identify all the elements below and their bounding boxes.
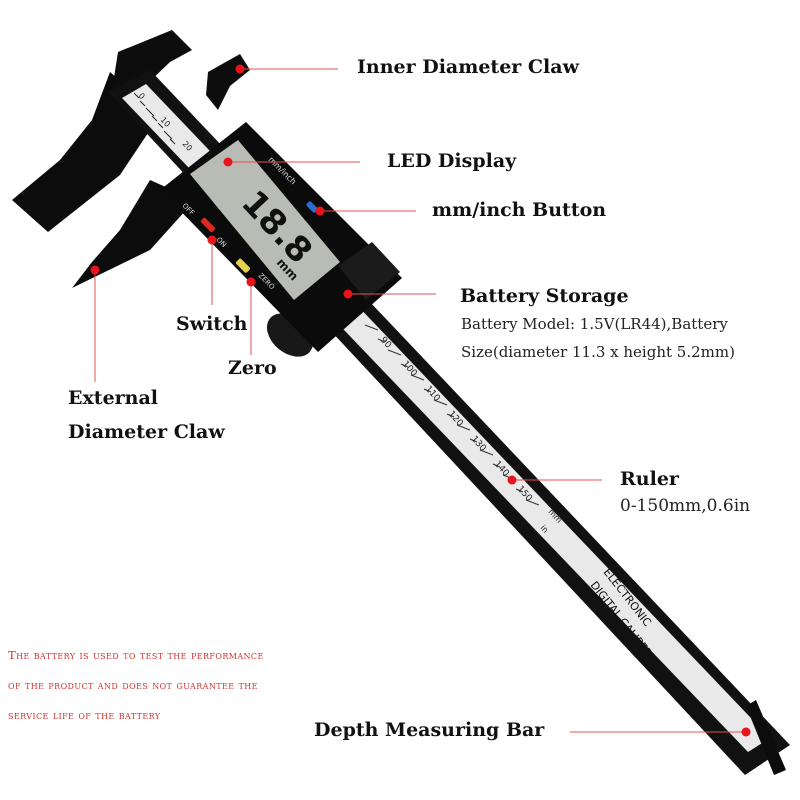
label-mm-inch-button: mm/inch Button	[432, 199, 607, 221]
label-external-claw-line2: Diameter Claw	[68, 421, 225, 443]
scale-ticks-upper	[133, 92, 176, 145]
battery-note-line1: The battery is used to test the performa…	[8, 648, 264, 662]
label-battery-model-line1: Battery Model: 1.5V(LR44),Battery	[461, 315, 728, 333]
scale-unit-in: in	[539, 523, 551, 534]
marker-dot-inner-claw	[235, 64, 245, 74]
label-led-display: LED Display	[387, 150, 517, 172]
label-ruler: Ruler	[620, 468, 679, 490]
marker-dot-mm-inch	[315, 206, 325, 216]
zero-button[interactable]	[235, 258, 251, 274]
power-switch[interactable]	[200, 217, 216, 233]
label-inner-diameter-claw: Inner Diameter Claw	[357, 56, 579, 78]
label-ruler-range: 0-150mm,0.6in	[620, 496, 751, 516]
marker-dot-depth-bar	[741, 727, 751, 737]
marker-dot-external-claw	[90, 265, 100, 275]
label-depth-measuring-bar: Depth Measuring Bar	[314, 719, 545, 741]
inner-claw-right	[206, 54, 250, 110]
label-switch: Switch	[176, 313, 248, 335]
marker-dot-ruler	[507, 475, 517, 485]
lcd-screen	[190, 140, 340, 300]
marker-dot-led-display	[223, 157, 233, 167]
leader-lines	[94, 68, 745, 733]
depth-bar-end	[746, 700, 786, 775]
external-claw-fixed	[12, 72, 160, 232]
label-external-claw-line1: External	[68, 387, 159, 409]
battery-note-line2: of the product and does not guarantee th…	[8, 678, 258, 692]
external-claw-sliding	[72, 180, 195, 288]
scale-number-top: 0	[137, 91, 147, 101]
mm-inch-button[interactable]	[306, 201, 319, 214]
label-battery-model-line2: Size(diameter 11.3 x height 5.2mm)	[461, 343, 735, 361]
marker-dot-zero	[246, 277, 256, 287]
label-battery-storage: Battery Storage	[460, 285, 629, 307]
battery-note-line3: service life of the battery	[8, 708, 161, 722]
marker-dot-battery	[343, 289, 353, 299]
marker-dot-switch	[207, 235, 217, 245]
housing-grip	[338, 242, 400, 300]
label-zero: Zero	[228, 357, 277, 379]
marker-dots	[90, 64, 751, 737]
